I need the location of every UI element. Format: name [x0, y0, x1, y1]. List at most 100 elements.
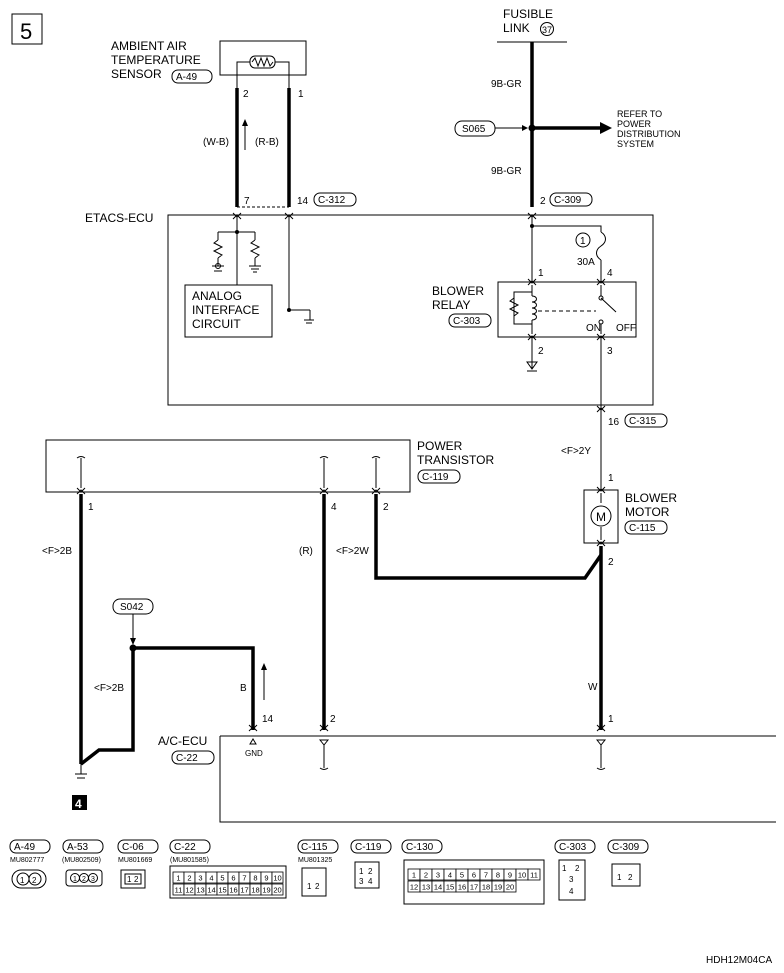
conn-c130-pin: 7	[484, 871, 488, 880]
fuse-number-circle	[575, 232, 591, 248]
etacs-box	[167, 214, 654, 406]
etacs-label: ETACS-ECU	[85, 211, 153, 225]
pin-etacs-2: 2	[540, 196, 546, 207]
ground-icon	[526, 361, 538, 370]
conn-a49-p1: 1	[20, 876, 25, 885]
conn-c130-pin: 4	[448, 871, 452, 880]
conn-a49-name: A-49	[14, 842, 36, 853]
motor-connector: C-115	[629, 523, 656, 534]
conn-a49-pin2	[28, 872, 42, 886]
conn-c22-name: C-22	[174, 842, 196, 853]
splice-s042-label: S042	[120, 602, 144, 613]
ground-icon	[215, 263, 221, 269]
conn-c130-name: C-130	[406, 842, 434, 853]
power-transistor-box	[45, 439, 411, 493]
ac-ecu-label: A/C-ECU	[158, 734, 207, 748]
conn-c309-body	[611, 863, 641, 887]
motor-label-2: MOTOR	[625, 505, 670, 519]
pin-transistor-2: 2	[383, 502, 389, 513]
conn-c130-pin: 16	[458, 883, 466, 892]
conn-c130-pin: 9	[508, 871, 512, 880]
conn-c130-pin: 14	[434, 883, 442, 892]
resistor-icon	[249, 239, 261, 259]
conn-c130-pin: 1	[412, 871, 416, 880]
sensor-label-1: AMBIENT AIR	[111, 39, 187, 53]
conn-c130-pin: 5	[460, 871, 464, 880]
pin-relay-4: 4	[607, 268, 613, 279]
conn-c06-p1: 1	[127, 875, 132, 884]
c315-badge	[624, 413, 668, 428]
conn-c303-p2: 2	[575, 864, 580, 873]
conn-c22-pin: 1	[176, 874, 180, 883]
conn-a53-p1: 1	[73, 876, 77, 883]
motor-pin-tick-1	[596, 486, 606, 494]
conn-c130-badge	[401, 839, 443, 854]
conn-c130-pin-cell	[527, 868, 541, 881]
resistor-icon	[508, 297, 520, 317]
conn-c06-badge	[117, 839, 159, 854]
conn-c22-pin: 6	[231, 874, 235, 883]
wire-r: (R)	[299, 546, 313, 557]
transistor-label-2: TRANSISTOR	[417, 453, 494, 467]
conn-c130-pin: 2	[424, 871, 428, 880]
conn-c130-pin-cell	[503, 880, 517, 893]
conn-c22-pin-cell	[271, 871, 284, 884]
relay-label-1: BLOWER	[432, 284, 484, 298]
analog-label-1: ANALOG	[192, 289, 242, 303]
conn-c22-pin: 7	[242, 874, 246, 883]
conn-c130-pin: 10	[518, 871, 526, 880]
thermistor-icon	[249, 55, 276, 69]
pointer-arrow-icon	[130, 638, 136, 645]
fusible-label-1: FUSIBLE	[503, 7, 553, 21]
motor-box	[583, 489, 619, 544]
conn-c22-pin: 5	[220, 874, 224, 883]
sensor-label-2: TEMPERATURE	[111, 53, 201, 67]
relay-label-2: RELAY	[432, 298, 470, 312]
conn-c115-p2: 2	[315, 882, 320, 891]
conn-c22-pin: 17	[240, 886, 248, 895]
conn-c22-pin: 14	[207, 886, 215, 895]
conn-c22-body	[169, 865, 287, 899]
fuse-icon	[596, 231, 606, 261]
wire-9bgr-bottom: 9B-GR	[491, 166, 522, 177]
conn-a53-pin3	[88, 873, 98, 883]
conn-a49-badge	[9, 839, 51, 854]
conn-c130-pin: 18	[482, 883, 490, 892]
fuse-supply-junction	[530, 224, 534, 228]
conn-c22-pin: 8	[253, 874, 257, 883]
refer-to-3: DISTRIBUTION	[617, 129, 681, 139]
wire-transistor-2-motor	[374, 494, 603, 580]
conn-c22-pin: 16	[229, 886, 237, 895]
conn-c06-body	[120, 869, 146, 889]
page-number-box	[11, 13, 43, 45]
pin-c315-16: 16	[608, 417, 620, 428]
fusible-label-2: LINK	[503, 21, 530, 35]
relay-switch-icon	[600, 297, 617, 313]
conn-c22-pin: 4	[209, 874, 213, 883]
refer-to-4: SYSTEM	[617, 139, 654, 149]
relay-off: OFF	[616, 323, 636, 334]
refer-to-1: REFER TO	[617, 109, 662, 119]
conn-c22-pin: 12	[185, 886, 193, 895]
etacs-c309-badge	[549, 192, 593, 207]
wire-f2w: <F>2W	[336, 546, 369, 557]
internal-junction	[235, 230, 239, 234]
conn-c115-part: MU801325	[298, 857, 332, 864]
fusible-number: 37	[542, 25, 552, 35]
ac-gnd-label: GND	[245, 749, 263, 758]
pin-transistor-1: 1	[88, 502, 94, 513]
motor-icon	[590, 505, 612, 527]
splice-s065-label: S065	[462, 124, 486, 135]
wire-ac-gnd	[79, 646, 255, 766]
arrow-up-icon	[261, 663, 267, 670]
conn-c06-p2: 2	[134, 875, 139, 884]
conn-c303-name: C-303	[559, 842, 587, 853]
conn-c119-name: C-119	[355, 842, 382, 853]
conn-c130-pin: 8	[496, 871, 500, 880]
conn-a53-name: A-53	[67, 842, 89, 853]
conn-c303-badge	[554, 839, 596, 854]
conn-c309-p1: 1	[617, 873, 622, 882]
conn-c119-p1: 1	[359, 867, 364, 876]
